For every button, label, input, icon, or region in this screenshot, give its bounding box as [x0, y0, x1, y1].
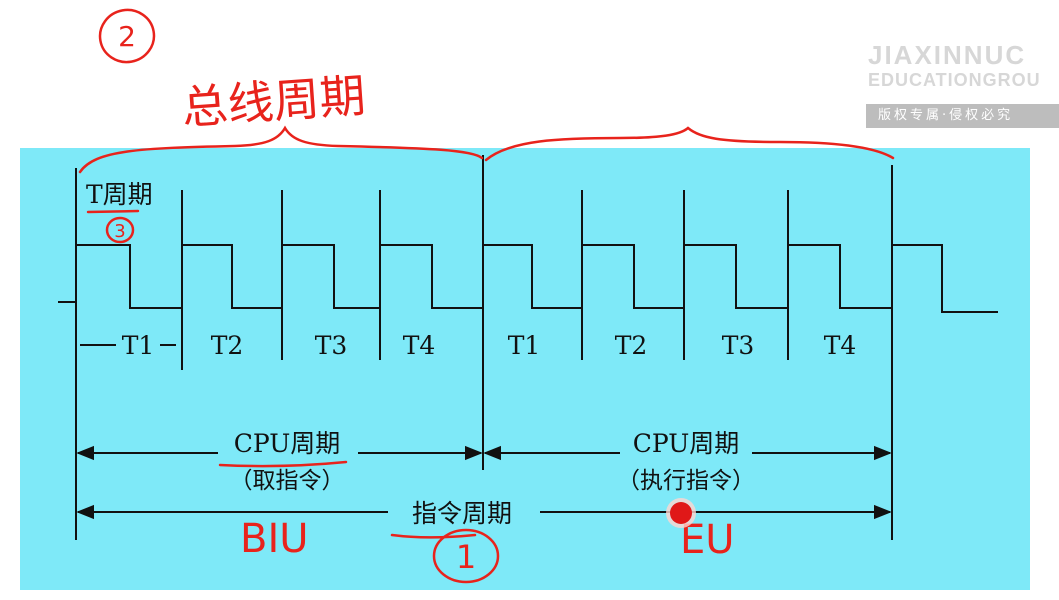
cpu-cycle-fetch-label: CPU周期	[234, 429, 341, 458]
bus-cycle-note: 总线周期	[180, 68, 367, 135]
state-label: T3	[315, 331, 348, 360]
clock-waveform	[58, 244, 998, 313]
cpu-cycle-execute-label: CPU周期	[633, 429, 740, 458]
watermark-brand: JIAXINNUC	[868, 40, 1027, 70]
state-label: T1	[122, 331, 155, 360]
annotation-circle-bottom-number: 1	[456, 538, 476, 576]
watermark-subtitle: EDUCATIONGROU	[868, 70, 1041, 90]
state-label: T2	[211, 331, 244, 360]
state-label: T1	[508, 331, 541, 360]
t-period-underline	[86, 209, 140, 214]
cpu-fetch-underline	[218, 460, 348, 468]
pointer-dot	[666, 498, 696, 528]
cpu-cycle-fetch-sublabel: （取指令）	[230, 468, 345, 494]
state-label: T4	[403, 331, 436, 360]
watermark-copyright-badge: 版权专属·侵权必究	[866, 104, 1059, 128]
t-period-label: T周期	[86, 180, 153, 209]
bus-cycle-brace-1	[78, 125, 484, 174]
diagram-panel	[20, 148, 1030, 590]
cpu-cycle-execute-sublabel: （执行指令）	[617, 468, 755, 494]
clock-tick-lines	[75, 155, 893, 540]
cpu-cycle-arrows	[76, 445, 892, 520]
instruction-underline	[390, 533, 477, 539]
annotation-circle-bottom	[432, 528, 500, 584]
annotation-circle-t	[105, 216, 135, 244]
state-label: T4	[824, 331, 857, 360]
bus-cycle-brace-2	[484, 126, 895, 162]
annotation-layer	[78, 8, 895, 584]
annotation-circle-top	[98, 8, 156, 64]
biu-note: BIU	[240, 516, 309, 562]
annotation-circle-top-number: 2	[118, 20, 136, 53]
state-label: T2	[615, 331, 648, 360]
state-label: T3	[722, 331, 755, 360]
annotation-circle-t-number: 3	[114, 221, 125, 242]
instruction-cycle-label: 指令周期	[412, 499, 512, 528]
